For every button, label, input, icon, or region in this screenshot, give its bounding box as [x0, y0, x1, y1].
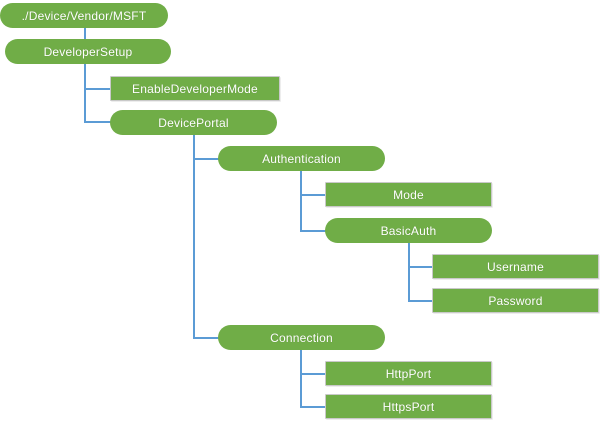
connector-deviceportal-to-authentication-horizontal [193, 158, 219, 160]
connector-root-to-developersetup-vertical [84, 27, 86, 40]
connector-basicauth-to-password-horizontal [408, 300, 433, 302]
tree-node-connection[interactable]: Connection [218, 325, 385, 350]
connector-connection-to-httpport-horizontal [300, 373, 326, 375]
connector-developersetup-to-deviceportal-horizontal [84, 121, 111, 123]
connector-connection-trunk-vertical [300, 350, 302, 407]
connector-deviceportal-trunk-vertical [193, 134, 195, 338]
connector-developersetup-trunk-vertical [84, 64, 86, 123]
connector-authentication-to-basicauth-horizontal [300, 230, 326, 232]
connector-developersetup-to-enabledevelopermode-horizontal [84, 88, 111, 90]
tree-node-basicauth[interactable]: BasicAuth [325, 218, 492, 243]
connector-basicauth-to-username-horizontal [408, 266, 433, 268]
tree-node-enabledevelopermode[interactable]: EnableDeveloperMode [110, 76, 280, 101]
connector-authentication-trunk-vertical [300, 171, 302, 231]
tree-node-deviceportal[interactable]: DevicePortal [110, 110, 277, 135]
tree-node-password[interactable]: Password [432, 288, 599, 313]
tree-node-httpport[interactable]: HttpPort [325, 361, 492, 386]
tree-node-authentication[interactable]: Authentication [218, 146, 385, 171]
tree-node-mode[interactable]: Mode [325, 182, 492, 207]
connector-deviceportal-to-connection-horizontal [193, 337, 219, 339]
tree-node-httpsport[interactable]: HttpsPort [325, 394, 492, 419]
tree-node-developersetup[interactable]: DeveloperSetup [5, 39, 171, 64]
connector-authentication-to-mode-horizontal [300, 194, 326, 196]
tree-node-root[interactable]: ./Device/Vendor/MSFT [0, 3, 168, 28]
connector-connection-to-httpsport-horizontal [300, 406, 326, 408]
tree-node-username[interactable]: Username [432, 254, 599, 279]
connector-basicauth-trunk-vertical [408, 243, 410, 301]
